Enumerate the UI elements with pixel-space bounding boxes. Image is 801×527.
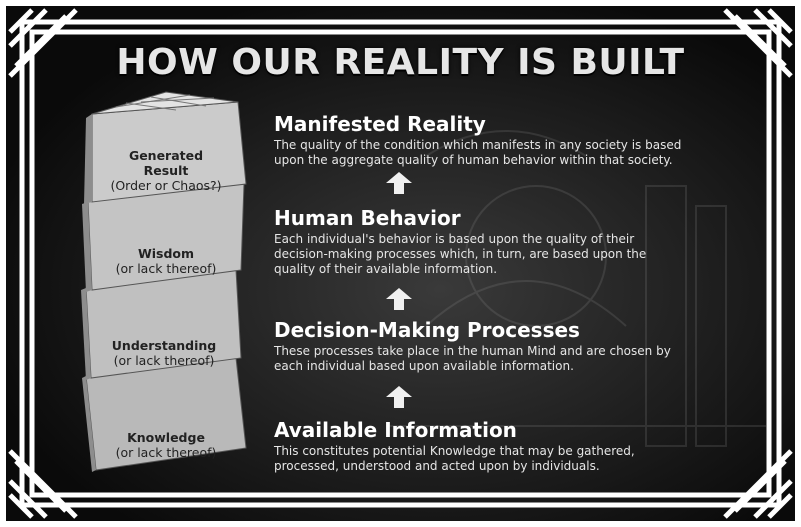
up-arrow-icon xyxy=(386,386,412,408)
cube-label-wisdom: Wisdom (or lack thereof) xyxy=(115,246,217,276)
section-body: These processes take place in the human … xyxy=(274,344,671,373)
cube-label-generated-result: Generated Result (Order or Chaos?) xyxy=(110,148,222,193)
celtic-knot-border xyxy=(8,8,793,519)
cube-stack xyxy=(81,91,247,472)
section-heading: Manifested Reality xyxy=(274,112,486,136)
up-arrow-icon xyxy=(386,172,412,194)
poster-frame: HOW OUR REALITY IS BUILT xyxy=(6,6,795,521)
section-heading: Available Information xyxy=(274,418,517,442)
section-heading: Human Behavior xyxy=(274,206,461,230)
section-body: The quality of the condition which manif… xyxy=(274,138,682,167)
section-available-information: Available Information This constitutes p… xyxy=(274,418,774,474)
cube-label-understanding: Understanding (or lack thereof) xyxy=(111,338,217,368)
section-body: This constitutes potential Knowledge tha… xyxy=(274,444,635,473)
poster-title: HOW OUR REALITY IS BUILT xyxy=(116,42,685,83)
section-human-behavior: Human Behavior Each individual's behavio… xyxy=(274,206,774,277)
section-body: Each individual's behavior is based upon… xyxy=(274,232,647,276)
up-arrow-icon xyxy=(386,288,412,310)
cube-generated-result xyxy=(84,91,247,204)
section-manifested-reality: Manifested Reality The quality of the co… xyxy=(274,112,774,168)
cube-label-knowledge: Knowledge (or lack thereof) xyxy=(115,430,217,460)
section-heading: Decision-Making Processes xyxy=(274,318,580,342)
section-decision-making: Decision-Making Processes These processe… xyxy=(274,318,774,374)
